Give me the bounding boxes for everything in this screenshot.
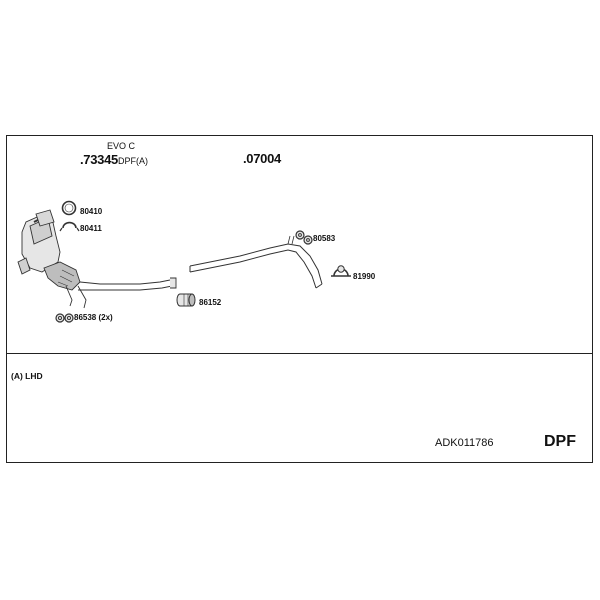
main-part-label: .73345DPF(A) — [80, 152, 148, 168]
kit-code: ADK011786 — [435, 437, 494, 449]
dpf-assembly — [17, 209, 177, 309]
lhd-note: (A) LHD — [11, 371, 43, 381]
diagram-frame — [6, 135, 593, 463]
part-80583-label: 80583 — [313, 234, 336, 243]
clamp-81990-icon — [331, 265, 351, 277]
clamp-80411-icon — [59, 221, 80, 232]
main-part-number: .73345 — [80, 152, 118, 167]
mount-86538-icon — [55, 313, 74, 323]
part-86152-label: 86152 — [199, 298, 222, 307]
pipe-part-number: .07004 — [243, 151, 281, 166]
rear-pipe — [189, 235, 323, 289]
part-86538-label: 86538 (2x) — [74, 313, 113, 322]
diagram-divider — [6, 353, 593, 354]
evo-label: EVO C — [107, 141, 136, 151]
kit-type: DPF — [544, 433, 576, 450]
part-81990-label: 81990 — [353, 272, 376, 281]
main-part-suffix: DPF(A) — [117, 156, 148, 166]
hanger-80583-icon — [295, 230, 313, 245]
part-80410-label: 80410 — [80, 207, 103, 216]
sleeve-86152-icon — [176, 293, 196, 307]
ring-80410-icon — [61, 200, 77, 216]
part-80411-label: 80411 — [80, 224, 102, 233]
